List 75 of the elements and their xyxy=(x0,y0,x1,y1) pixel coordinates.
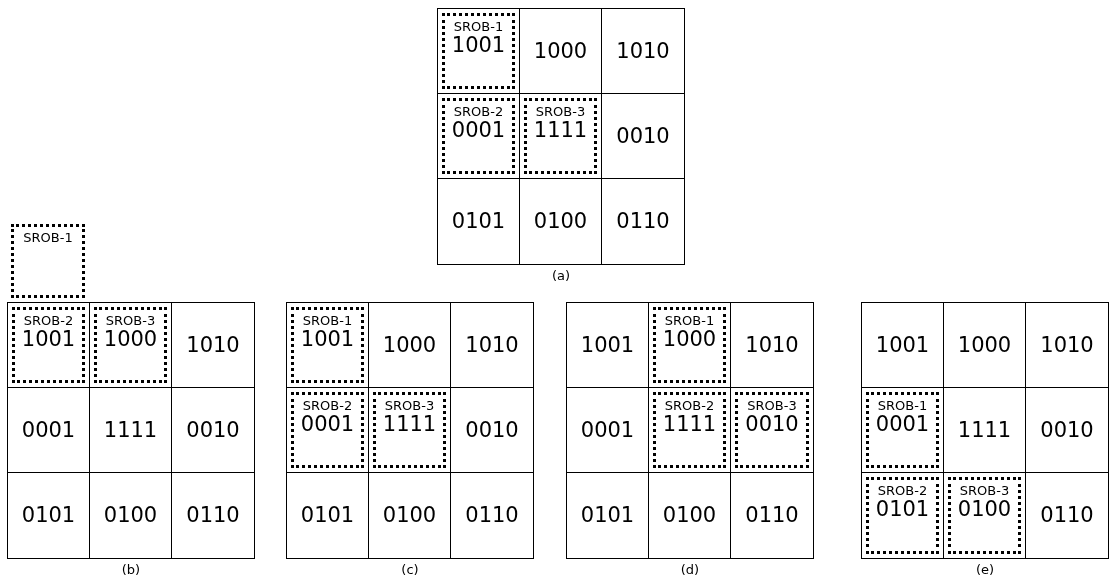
bit-code: 0101 xyxy=(300,505,355,526)
grid-cell xyxy=(369,303,451,388)
panel-label: (d) xyxy=(679,562,701,579)
bit-code: 1010 xyxy=(186,334,240,356)
bit-code: 1010 xyxy=(1040,334,1094,356)
panel-label: (e) xyxy=(974,562,996,579)
bit-code: 1000 xyxy=(533,40,588,62)
bit-code: 0101 xyxy=(580,505,635,526)
bit-code: 0100 xyxy=(662,505,717,526)
grid-cell xyxy=(90,388,172,473)
grid-cell xyxy=(567,303,649,388)
bit-code: 0010 xyxy=(745,414,799,436)
bit-code: 1010 xyxy=(465,334,519,356)
bit-code: 0101 xyxy=(451,211,506,232)
srob-label: SROB-1 xyxy=(453,19,504,36)
bit-code: 0101 xyxy=(875,499,930,521)
bit-code: 1001 xyxy=(300,329,355,351)
panel-label: (b) xyxy=(120,562,142,579)
srob-label: SROB-3 xyxy=(105,313,156,330)
panel-label: (a) xyxy=(550,268,572,285)
srob-label: SROB-3 xyxy=(384,398,435,415)
grid-cell xyxy=(520,9,602,94)
bit-code: 1010 xyxy=(745,334,799,356)
bit-code: 0100 xyxy=(382,505,437,526)
bit-code: 0110 xyxy=(465,505,519,526)
bit-code: 0001 xyxy=(21,419,76,441)
srob-label: SROB-1 xyxy=(23,230,73,247)
bit-code: 1111 xyxy=(533,120,588,142)
bit-code: 0101 xyxy=(21,505,76,526)
srob-label: SROB-2 xyxy=(877,483,928,500)
srob-label: SROB-3 xyxy=(959,483,1010,500)
bit-code: 0100 xyxy=(957,499,1012,521)
bit-code: 1001 xyxy=(580,334,635,356)
srob-label: SROB-1 xyxy=(877,398,928,415)
bit-code: 0100 xyxy=(103,505,158,526)
grid-cell xyxy=(567,388,649,473)
bit-code: 1111 xyxy=(382,414,437,436)
bit-code: 1001 xyxy=(21,329,76,351)
bit-code: 0110 xyxy=(1040,505,1094,526)
srob-label: SROB-2 xyxy=(302,398,353,415)
bit-code: 0001 xyxy=(875,414,930,436)
panel-label: (c) xyxy=(400,562,420,579)
srob-label: SROB-3 xyxy=(747,398,797,415)
bit-code: 1111 xyxy=(103,419,158,441)
srob-label: SROB-2 xyxy=(664,398,715,415)
bit-code: 0110 xyxy=(186,505,240,526)
bit-code: 1001 xyxy=(875,334,930,356)
bit-code: 0110 xyxy=(616,211,670,232)
grid-cell xyxy=(944,303,1026,388)
bit-code: 1010 xyxy=(616,40,670,62)
bit-code: 0010 xyxy=(1040,419,1094,441)
bit-code: 0010 xyxy=(186,419,240,441)
bit-code: 0001 xyxy=(580,419,635,441)
bit-code: 0001 xyxy=(451,120,506,142)
bit-code: 1000 xyxy=(382,334,437,356)
srob-label: SROB-2 xyxy=(23,313,74,330)
srob-label: SROB-2 xyxy=(453,104,504,121)
bit-code: 1111 xyxy=(957,419,1012,441)
grid-cell xyxy=(862,303,944,388)
grid-cell xyxy=(8,388,90,473)
bit-code: 0010 xyxy=(465,419,519,441)
bit-code: 1111 xyxy=(662,414,717,436)
grid-cell xyxy=(944,388,1026,473)
srob-label: SROB-1 xyxy=(302,313,353,330)
bit-code: 1001 xyxy=(451,35,506,57)
bit-code: 1000 xyxy=(103,329,158,351)
bit-code: 0010 xyxy=(616,125,670,147)
srob-label: SROB-3 xyxy=(535,104,586,121)
srob-label: SROB-1 xyxy=(664,313,715,330)
dotted-box xyxy=(11,224,85,298)
bit-code: 1000 xyxy=(957,334,1012,356)
bit-code: 0110 xyxy=(745,505,799,526)
bit-code: 0001 xyxy=(300,414,355,436)
bit-code: 0100 xyxy=(533,211,588,232)
bit-code: 1000 xyxy=(662,329,717,351)
